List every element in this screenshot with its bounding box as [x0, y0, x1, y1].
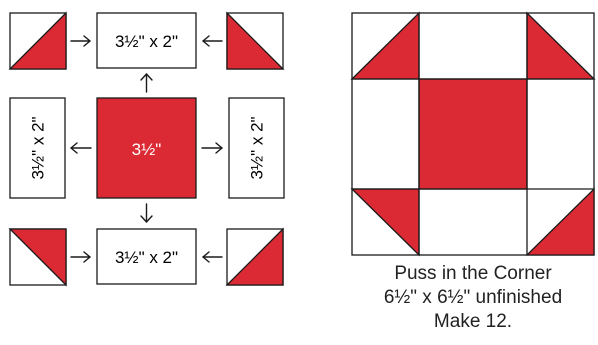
rectangle-right-label: 3½" x 2": [248, 116, 267, 179]
arrow-right-icon: [201, 142, 223, 154]
arrow-right-icon: [70, 251, 91, 263]
hst-bottom-left: [8, 228, 67, 287]
center-square-label: 3½": [132, 140, 162, 159]
hst-bottom-right: [225, 227, 284, 286]
arrow-left-icon: [202, 35, 223, 47]
center-square: 3½": [96, 97, 197, 199]
block-size: 6½" x 6½" unfinished: [383, 287, 563, 308]
block-caption: Puss in the Corner 6½" x 6½" unfinished …: [352, 262, 594, 334]
finished-block: [350, 11, 596, 257]
rectangle-top: 3½" x 2": [96, 12, 197, 69]
rectangle-bottom: 3½" x 2": [96, 228, 197, 285]
arrow-left-icon: [202, 251, 223, 263]
finished-center-square: [418, 78, 528, 190]
rectangle-right: 3½" x 2": [228, 97, 285, 199]
hst-top-left: [8, 11, 67, 70]
arrow-up-icon: [140, 73, 153, 93]
block-quantity: Make 12.: [433, 311, 513, 332]
arrow-left-icon: [70, 142, 92, 154]
hst-top-right: [226, 11, 285, 70]
block-name: Puss in the Corner: [394, 263, 552, 284]
finished-triangle-bottom-right: [525, 187, 595, 256]
rectangle-left-label: 3½" x 2": [29, 116, 48, 179]
rectangle-top-label: 3½" x 2": [115, 32, 178, 51]
rectangle-bottom-label: 3½" x 2": [115, 248, 178, 267]
arrow-down-icon: [140, 203, 153, 223]
arrow-right-icon: [70, 35, 91, 47]
rectangle-left: 3½" x 2": [9, 97, 66, 199]
